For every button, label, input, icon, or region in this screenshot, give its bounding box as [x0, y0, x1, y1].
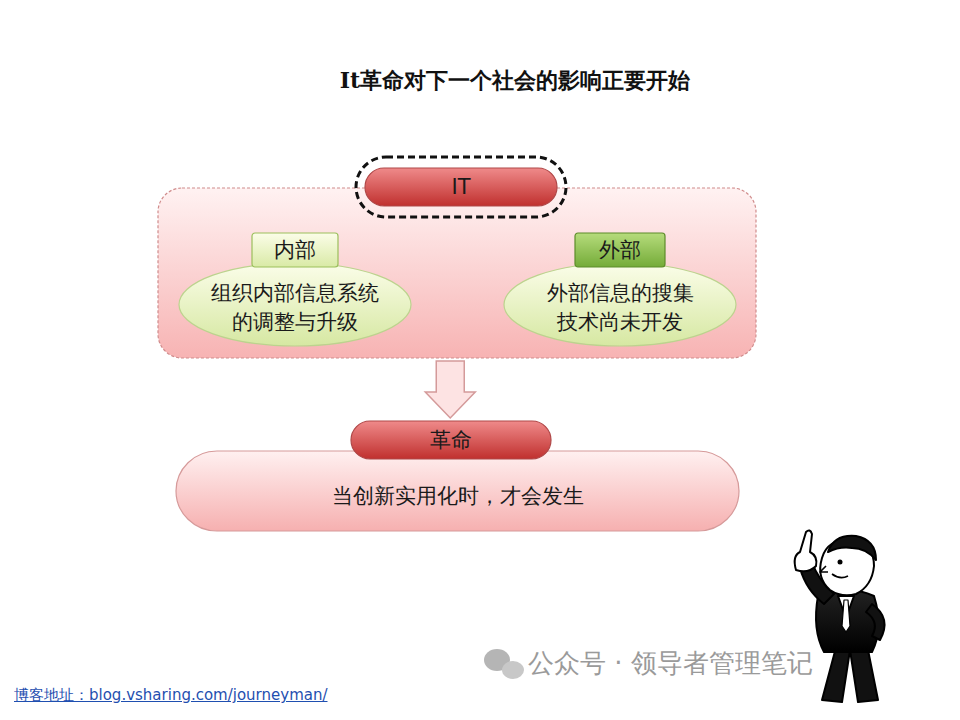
body-text-span: 外部信息的搜集 技术尚未开发: [523, 279, 717, 336]
pill-fill: [365, 168, 557, 206]
pill-fill: [252, 233, 338, 267]
region-panel: IT内部组织内部信息系统 的调整与升级外部外部信息的搜集 技术尚未开发: [157, 187, 757, 359]
heading-text: IT: [451, 175, 470, 199]
heading-text: 内部: [274, 236, 316, 264]
heading-pill: 外部: [574, 232, 666, 268]
panel-fill: [158, 188, 756, 358]
body-text-span: 组织内部信息系统 的调整与升级: [198, 279, 392, 336]
ellipse-fill: [504, 263, 736, 346]
block-arrow: [425, 361, 475, 418]
band-text: 当创新实用化时，才会发生: [175, 460, 740, 532]
ellipse-node: 外部外部信息的搜集 技术尚未开发: [503, 232, 737, 347]
heading-text: 革命: [430, 426, 472, 454]
watermark-icon: [484, 649, 524, 679]
heading-text: 外部: [599, 236, 641, 264]
ellipse-text: 组织内部信息系统 的调整与升级: [178, 270, 412, 345]
pill-fill: [351, 421, 551, 459]
diagram-title: It革命对下一个社会的影响正要开始: [0, 66, 960, 96]
body-text-span: 当创新实用化时，才会发生: [332, 482, 584, 510]
heading-pill: 革命: [350, 420, 552, 460]
band-fill: [176, 451, 739, 531]
ellipse-text: 外部信息的搜集 技术尚未开发: [503, 270, 737, 345]
pill-fill: [575, 233, 665, 267]
ellipse-fill: [179, 263, 411, 346]
result-band: 革命当创新实用化时，才会发生: [175, 420, 740, 532]
dashed-ring-outline: [356, 157, 566, 217]
heading-pill: IT: [364, 167, 558, 207]
heading-pill: 内部: [251, 232, 339, 268]
ellipse-node: 内部组织内部信息系统 的调整与升级: [178, 232, 412, 347]
blog-link: 博客地址：blog.vsharing.com/journeyman/: [14, 686, 328, 705]
watermark: 公众号 · 领导者管理笔记: [528, 646, 813, 681]
